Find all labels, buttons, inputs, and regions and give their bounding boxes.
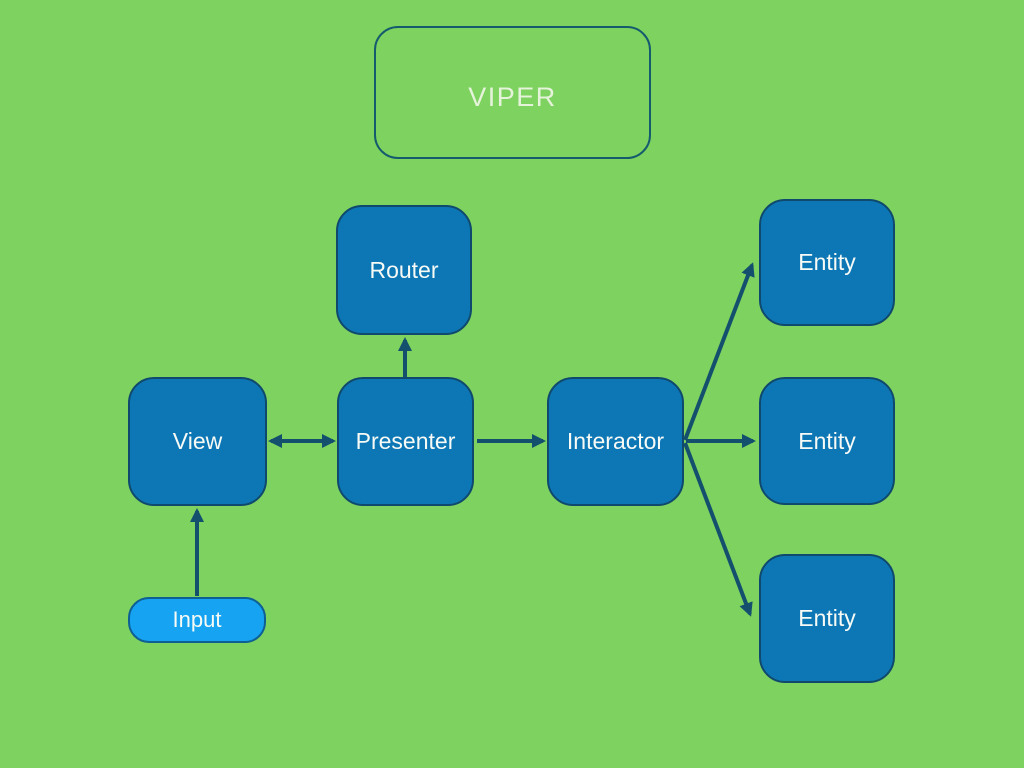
node-router: Router [336,205,472,335]
node-input-label: Input [172,607,222,632]
node-entity-top-label: Entity [798,249,856,275]
node-entity-middle-label: Entity [798,427,856,454]
node-entity-middle: Entity [759,377,895,505]
node-entity-bottom: Entity [759,554,895,683]
node-input: Input [128,597,266,643]
node-view-label: View [172,428,223,454]
edge-interactor-to-entity-top [683,262,755,441]
node-entity-bottom-label: Entity [798,605,856,631]
edge-interactor-to-entity-bottom [683,442,753,617]
node-presenter-label: Presenter [355,428,456,454]
node-interactor-label: Interactor [566,428,665,454]
viper-title-box: VIPER [374,26,651,159]
node-view: View [128,377,267,506]
node-entity-top: Entity [759,199,895,326]
node-presenter: Presenter [337,377,474,506]
node-router-label: Router [369,256,439,283]
node-interactor: Interactor [547,377,684,506]
viper-title: VIPER [468,82,557,112]
